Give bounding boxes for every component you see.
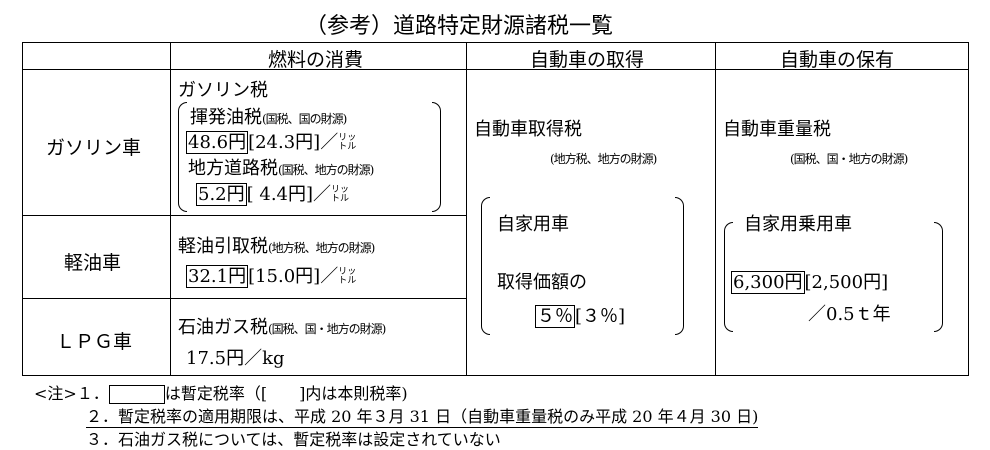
gasoline-sub2-note: (国税、地方の財源) xyxy=(278,163,374,177)
note-3: ３．石油ガス税については、暫定税率は設定されていない xyxy=(86,430,501,449)
ownership-target: 自家用乗用車 xyxy=(744,214,852,235)
note-1-sample-box xyxy=(108,385,165,404)
note-1-text: は暫定税率（[ ]内は本則税率) xyxy=(164,384,408,403)
row-label-diesel: 軽油車 xyxy=(64,252,122,274)
note-2: ２．暫定税率の適用期限は、平成 20 年３月 31 日（自動車重量税のみ平成 2… xyxy=(86,403,759,428)
header-acquisition: 自動車の取得 xyxy=(530,49,645,71)
gasoline-sub2-base: [ 4.4円] xyxy=(246,184,314,205)
ownership-tax-note: (国税、国・地方の財源) xyxy=(790,152,908,166)
acquisition-rate: ５％[３％] xyxy=(535,302,625,328)
acquisition-bracket-right xyxy=(675,197,684,335)
acquisition-provisional: ５％ xyxy=(535,305,575,328)
ownership-tax-name: 自動車重量税 xyxy=(723,119,831,140)
gasoline-sub1-rate: 48.6円[24.3円]／リットル xyxy=(186,128,356,154)
lpg-rate: 17.5円／kg xyxy=(186,348,285,369)
gasoline-sub1: 揮発油税(国税、国の財源) xyxy=(190,103,347,129)
lpg-tax-note: (国税、国・地方の財源) xyxy=(268,322,386,336)
ownership-unit: ／0.5ｔ年 xyxy=(808,304,891,325)
acquisition-tax-name: 自動車取得税 xyxy=(474,119,582,140)
gasoline-bracket-left xyxy=(178,102,187,212)
gasoline-sub2-name: 地方道路税 xyxy=(188,158,278,179)
acquisition-bracket-left xyxy=(481,197,490,335)
ownership-bracket-right xyxy=(934,222,943,332)
gasoline-sub1-name: 揮発油税 xyxy=(190,107,262,128)
acquisition-base: [３％] xyxy=(575,306,626,327)
acquisition-tax-note: (地方税、地方の財源) xyxy=(550,152,657,166)
lpg-tax-name: 石油ガス税 xyxy=(178,317,268,338)
header-fuel: 燃料の消費 xyxy=(268,49,364,71)
gasoline-sub1-note: (国税、国の財源) xyxy=(262,112,347,126)
gasoline-sub2: 地方道路税(国税、地方の財源) xyxy=(188,154,374,180)
gasoline-sub2-rate: 5.2円[ 4.4円]／リットル xyxy=(196,180,349,206)
diesel-unit: リットル xyxy=(338,267,357,286)
ownership-base: [2,500円] xyxy=(804,272,889,293)
ownership-provisional: 6,300円 xyxy=(731,271,805,294)
lpg-tax: 石油ガス税(国税、国・地方の財源) xyxy=(178,313,386,339)
gasoline-sub2-unit: リットル xyxy=(331,185,350,204)
diesel-tax-name: 軽油引取税 xyxy=(178,236,268,257)
row-label-lpg: ＬＰＧ車 xyxy=(56,331,133,353)
diesel-base: [15.0円] xyxy=(248,266,321,287)
gasoline-bracket-right xyxy=(432,102,441,212)
header-ownership: 自動車の保有 xyxy=(780,49,895,71)
diesel-provisional: 32.1円 xyxy=(186,265,249,288)
gasoline-sub2-slash: ／ xyxy=(313,184,332,205)
gasoline-sub1-base: [24.3円] xyxy=(248,132,321,153)
gasoline-tax-name: ガソリン税 xyxy=(178,80,268,101)
page-title: （参考）道路特定財源諸税一覧 xyxy=(305,14,614,39)
gasoline-sub1-provisional: 48.6円 xyxy=(186,131,249,154)
diesel-rate: 32.1円[15.0円]／リットル xyxy=(186,262,356,288)
diesel-tax-note: (地方税、地方の財源) xyxy=(268,241,375,255)
gasoline-sub1-slash: ／ xyxy=(320,132,339,153)
gasoline-sub1-unit: リットル xyxy=(338,133,357,152)
diesel-slash: ／ xyxy=(320,266,339,287)
acquisition-target: 自家用車 xyxy=(497,214,569,235)
gasoline-sub2-provisional: 5.2円 xyxy=(196,183,247,206)
ownership-rate: 6,300円[2,500円] xyxy=(731,268,888,294)
diesel-tax: 軽油引取税(地方税、地方の財源) xyxy=(178,232,375,258)
note-1: <注>１． は暫定税率（[ ]内は本則税率) xyxy=(34,380,408,404)
row-label-gasoline: ガソリン車 xyxy=(46,137,142,159)
note-1-prefix: <注>１． xyxy=(34,384,109,403)
acquisition-rate-label: 取得価額の xyxy=(497,272,587,293)
